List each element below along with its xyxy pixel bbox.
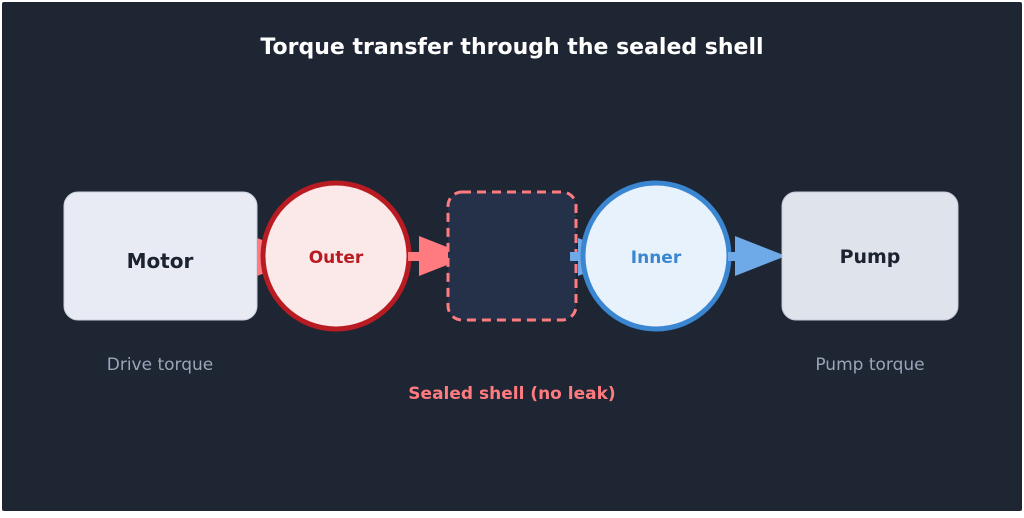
sealed-shell-caption: Sealed shell (no leak) [408, 384, 615, 404]
inner-to-pump-arrow-head [735, 236, 786, 276]
motor-label: Motor [127, 249, 194, 273]
outer-to-shell-arrow-head [419, 236, 470, 276]
diagram-title: Torque transfer through the sealed shell [260, 35, 763, 60]
pump-node [781, 191, 959, 321]
outer-to-shell-arrow-shaft [408, 252, 424, 261]
inner-label: Inner [631, 248, 682, 268]
drive-torque-caption: Drive torque [107, 355, 214, 375]
sealed-shell-node [446, 190, 578, 322]
outer-label: Outer [309, 248, 364, 268]
pump-torque-caption: Pump torque [815, 355, 924, 375]
shell-to-inner-arrow-shaft [570, 252, 584, 261]
pump-label: Pump [840, 246, 901, 268]
